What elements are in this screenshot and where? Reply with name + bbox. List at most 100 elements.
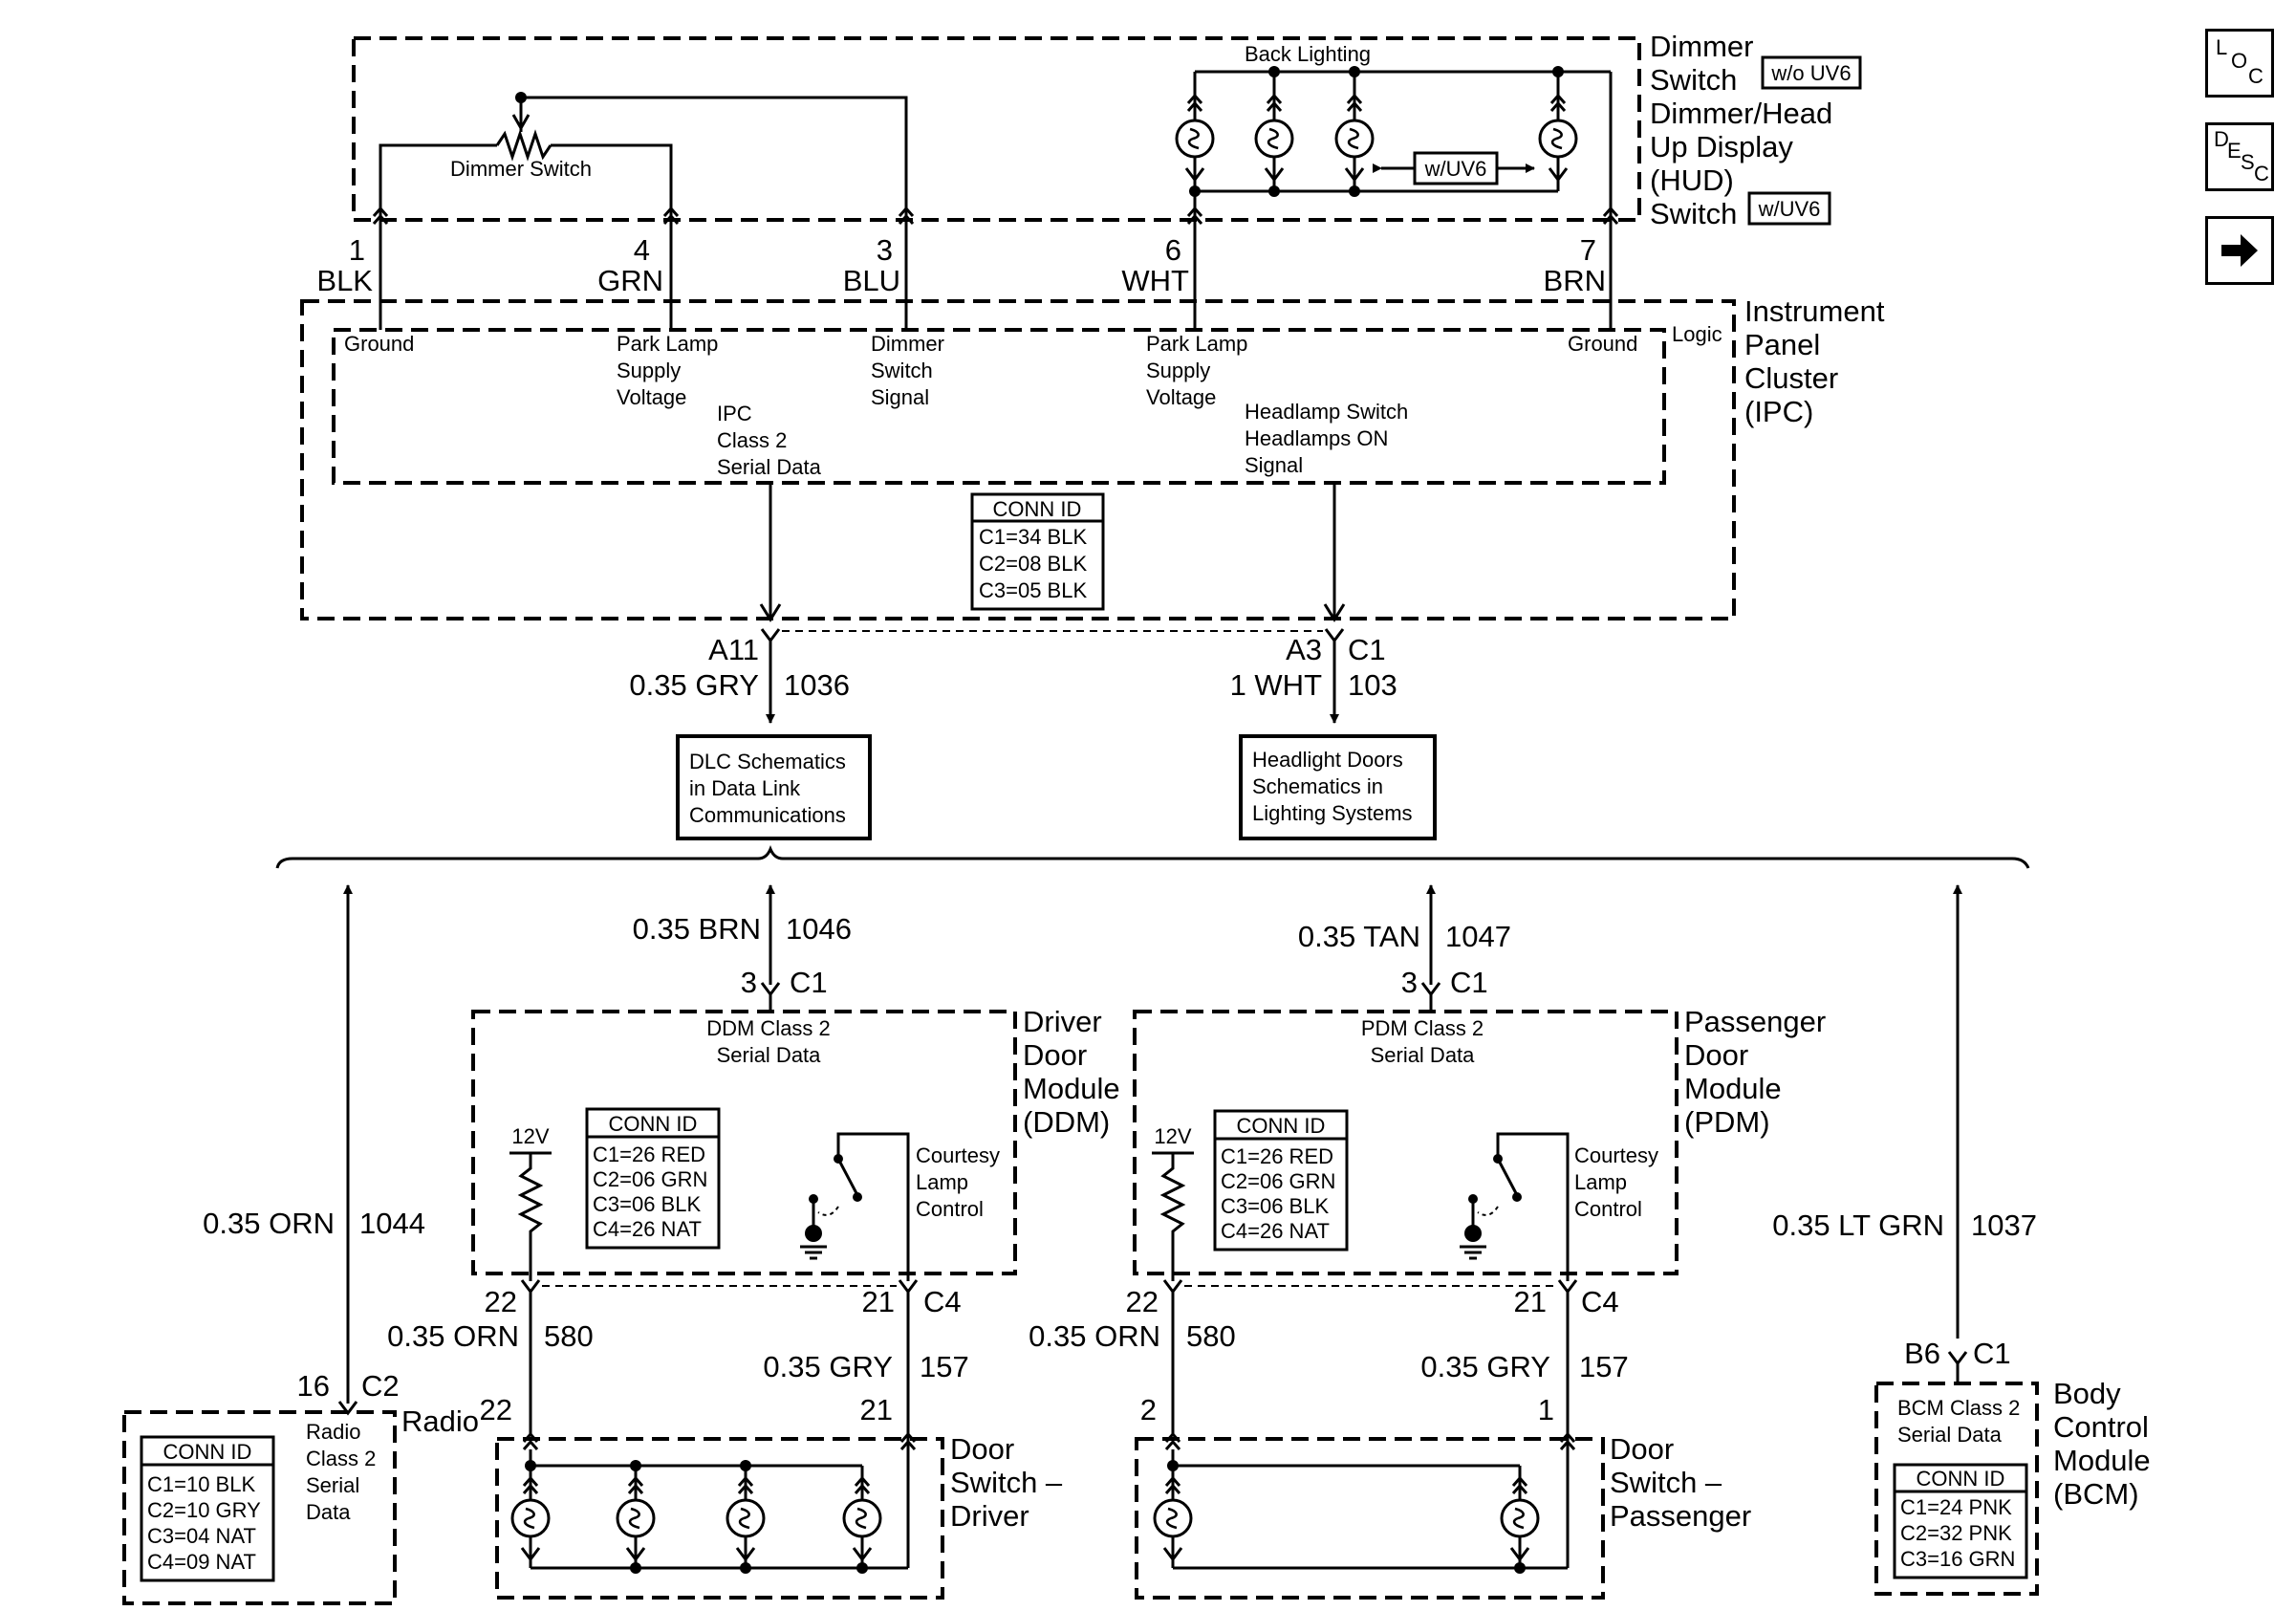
ddm-bus-circuit: 1046	[786, 912, 852, 946]
badge-w-uv6: w/UV6	[1758, 197, 1821, 221]
ipc-headlamp-2: Headlamps ON	[1245, 426, 1388, 450]
pin-4-number: 4	[634, 233, 650, 267]
ddm-bus-pin: 3	[741, 966, 757, 999]
radio-serial-4: Data	[306, 1500, 351, 1524]
desc-button[interactable]: D E S C	[2205, 122, 2274, 191]
ddm-conn-c1: C1=26 RED	[593, 1143, 705, 1166]
ddm-conn-c2: C2=06 GRN	[593, 1167, 707, 1191]
pdm-wire-right: 0.35 GRY	[1420, 1350, 1550, 1383]
pdm-wire-left: 0.35 ORN	[1029, 1319, 1160, 1353]
ipc-left-circuit: 1036	[784, 668, 850, 702]
bcm-conn-id-table: CONN ID C1=24 PNK C2=32 PNK C3=16 GRN	[1893, 1463, 2028, 1579]
ds-pass-title-1: Door	[1610, 1432, 1674, 1466]
radio-pin: 16	[297, 1369, 330, 1403]
ipc-park-lamp-right-3: Voltage	[1146, 385, 1216, 409]
loc-button[interactable]: L O C	[2205, 29, 2274, 98]
next-button[interactable]	[2205, 216, 2274, 285]
badge-wo-uv6: w/o UV6	[1770, 61, 1851, 85]
pin-7-number: 7	[1580, 233, 1596, 267]
ipc-dimmer-signal-3: Signal	[871, 385, 929, 409]
ddm-conn-c3: C3=06 BLK	[593, 1192, 701, 1216]
dimmer-title-6: Switch	[1650, 197, 1737, 230]
bcm-conn-title: CONN ID	[1917, 1467, 2005, 1491]
ipc-conn-c2: C2=08 BLK	[979, 552, 1087, 576]
ipc-serial-3: Serial Data	[717, 455, 822, 479]
pdm-circuit-left: 580	[1186, 1319, 1236, 1353]
ddm-title-2: Door	[1023, 1038, 1087, 1072]
radio-conn-c4: C4=09 NAT	[147, 1550, 256, 1574]
pin-3-color: BLU	[843, 264, 900, 297]
bcm-serial-2: Serial Data	[1897, 1423, 2003, 1447]
pin-6-color: WHT	[1121, 264, 1189, 297]
radio-conn-id-table: CONN ID C1=10 BLK C2=10 GRY C3=04 NAT C4…	[140, 1435, 275, 1582]
pdm-serial-2: Serial Data	[1371, 1043, 1476, 1067]
ddm-courtesy-switch	[800, 1132, 910, 1281]
pdm-circuit-right: 157	[1579, 1350, 1629, 1383]
body-control-module: B6 C1 Body Control Module (BCM) BCM Clas…	[1874, 1337, 2151, 1596]
pdm-title-1: Passenger	[1684, 1005, 1826, 1038]
ipc-right-circuit: 103	[1348, 668, 1397, 702]
bcm-conn-c3: C3=16 GRN	[1900, 1547, 2015, 1571]
ds-pass-title-3: Passenger	[1610, 1499, 1751, 1533]
ipc-right-wire: 1 WHT	[1230, 668, 1323, 702]
ddm-conn-id-table: CONN ID C1=26 RED C2=06 GRN C3=06 BLK C4…	[585, 1107, 721, 1250]
ipc-title-2: Panel	[1744, 328, 1820, 361]
pdm-serial-1: PDM Class 2	[1361, 1016, 1484, 1040]
bcm-pin: B6	[1904, 1337, 1940, 1370]
bcm-bus-wire: 0.35 LT GRN	[1772, 1208, 1944, 1242]
pin-4-color: GRN	[597, 264, 663, 297]
ipc-right-conn: C1	[1348, 633, 1386, 666]
ddm-serial-2: Serial Data	[717, 1043, 822, 1067]
pdm-conn-c4: C4=26 NAT	[1221, 1219, 1330, 1243]
radio-conn-c2: C2=10 GRY	[147, 1498, 261, 1522]
pin-6-number: 6	[1165, 233, 1181, 267]
ipc-ground-right: Ground	[1568, 332, 1637, 356]
lamp-uv6-badge: w/UV6	[1424, 157, 1487, 181]
dimmer-title-5: (HUD)	[1650, 163, 1734, 197]
ipc-park-lamp-right-2: Supply	[1146, 359, 1210, 382]
ipc-dimmer-signal-1: Dimmer	[871, 332, 944, 356]
dlc-line-2: in Data Link	[689, 776, 801, 800]
instrument-panel-cluster: Instrument Panel Cluster (IPC) Logic Gro…	[300, 294, 1885, 622]
door-switch-driver: 22 21 Door Switch – Driver	[480, 1393, 1063, 1600]
dimmer-title-3: Dimmer/Head	[1650, 97, 1832, 130]
pdm-conn-c1: C1=26 RED	[1221, 1144, 1333, 1168]
ds-driver-title-1: Door	[950, 1432, 1014, 1466]
pdm-pin-21: 21	[1514, 1285, 1547, 1318]
pin-7-color: BRN	[1544, 264, 1606, 297]
ipc-park-lamp-left-1: Park Lamp	[617, 332, 718, 356]
ddm-courtesy-2: Lamp	[916, 1170, 968, 1194]
dimmer-title-4: Up Display	[1650, 130, 1793, 163]
headlight-line-1: Headlight Doors	[1252, 748, 1403, 772]
arrow-right-icon	[2221, 234, 2258, 267]
dimmer-ipc-wires: 1 BLK 4 GRN 3 BLU 6 WHT 7 BRN	[316, 207, 1619, 330]
pdm-conn-id-table: CONN ID C1=26 RED C2=06 GRN C3=06 BLK C4…	[1213, 1109, 1349, 1252]
headlight-line-2: Schematics in	[1252, 774, 1383, 798]
pdm-title-3: Module	[1684, 1072, 1782, 1105]
pdm-conn-c4-label: C4	[1581, 1285, 1619, 1318]
ipc-title-4: (IPC)	[1744, 395, 1813, 428]
driver-door-module: Driver Door Module (DDM) DDM Class 2 Ser…	[387, 994, 1120, 1434]
ipc-serial-2: Class 2	[717, 428, 787, 452]
ds-pass-title-2: Switch –	[1610, 1466, 1722, 1499]
ddm-bus-wire: 0.35 BRN	[633, 912, 761, 946]
headlight-reference-box[interactable]: Headlight Doors Schematics in Lighting S…	[1239, 734, 1437, 840]
bcm-serial-1: BCM Class 2	[1897, 1396, 2020, 1420]
ipc-dimmer-signal-2: Switch	[871, 359, 933, 382]
ipc-park-lamp-right-1: Park Lamp	[1146, 332, 1247, 356]
dlc-reference-box[interactable]: DLC Schematics in Data Link Communicatio…	[676, 734, 872, 840]
pdm-bus-pin: 3	[1401, 966, 1418, 999]
ddm-12v-label: 12V	[511, 1124, 549, 1148]
dimmer-switch-module: Dimmer Switch Dimmer/Head Up Display (HU…	[352, 30, 1862, 230]
ddm-conn-c4: C4=26 NAT	[593, 1217, 702, 1241]
ipc-a3-pin: A3	[1286, 633, 1322, 666]
ddm-circuit-left: 580	[544, 1319, 594, 1353]
bcm-conn-c1: C1=24 PNK	[1900, 1495, 2012, 1519]
ipc-park-lamp-left-2: Supply	[617, 359, 681, 382]
pdm-bus-wire: 0.35 TAN	[1298, 920, 1420, 953]
pdm-title-4: (PDM)	[1684, 1105, 1770, 1139]
radio-conn-c3: C3=04 NAT	[147, 1524, 256, 1548]
ds-driver-title-3: Driver	[950, 1499, 1029, 1533]
radio-conn-title: CONN ID	[163, 1440, 252, 1464]
ds-driver-pin-right: 21	[860, 1393, 893, 1426]
